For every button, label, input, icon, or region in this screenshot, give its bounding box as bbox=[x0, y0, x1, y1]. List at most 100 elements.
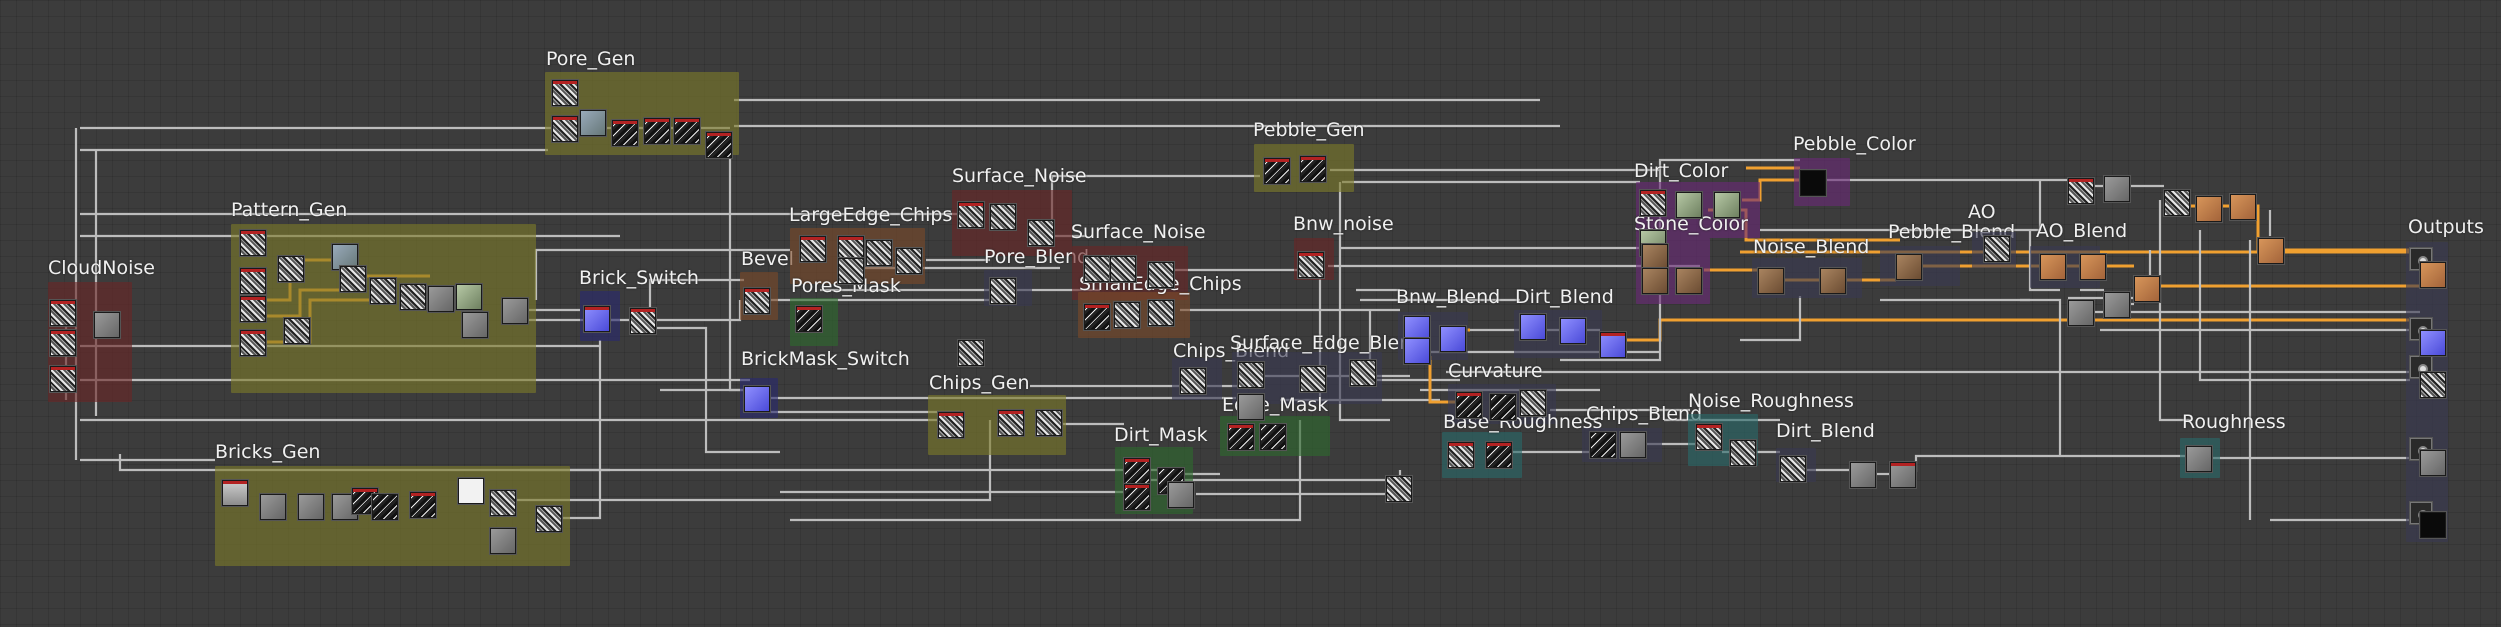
graph-node[interactable] bbox=[2420, 330, 2446, 356]
graph-node[interactable] bbox=[2420, 262, 2446, 288]
graph-node[interactable] bbox=[1148, 300, 1174, 326]
graph-node[interactable] bbox=[284, 318, 310, 344]
graph-node[interactable] bbox=[1404, 316, 1430, 342]
graph-node[interactable] bbox=[1114, 302, 1140, 328]
graph-node[interactable] bbox=[1696, 424, 1722, 450]
graph-node[interactable] bbox=[958, 202, 984, 228]
graph-node[interactable] bbox=[580, 110, 606, 136]
graph-node[interactable] bbox=[2258, 238, 2284, 264]
graph-node[interactable] bbox=[370, 278, 396, 304]
graph-node[interactable] bbox=[1642, 244, 1668, 270]
wire[interactable] bbox=[1740, 296, 1802, 342]
graph-node[interactable] bbox=[1124, 484, 1150, 510]
graph-node[interactable] bbox=[998, 410, 1024, 436]
wire[interactable] bbox=[656, 300, 742, 322]
graph-node[interactable] bbox=[584, 306, 610, 332]
graph-node[interactable] bbox=[2068, 178, 2094, 204]
graph-node[interactable] bbox=[1520, 390, 1546, 416]
wire[interactable] bbox=[500, 420, 992, 502]
graph-node[interactable] bbox=[706, 132, 732, 158]
graph-node[interactable] bbox=[744, 386, 770, 412]
graph-node[interactable] bbox=[490, 528, 516, 554]
graph-node[interactable] bbox=[838, 258, 864, 284]
graph-node[interactable] bbox=[240, 296, 266, 322]
graph-node[interactable] bbox=[222, 480, 248, 506]
graph-node[interactable] bbox=[1448, 442, 1474, 468]
graph-node[interactable] bbox=[2420, 372, 2446, 398]
graph-node[interactable] bbox=[400, 284, 426, 310]
graph-node[interactable] bbox=[2080, 254, 2106, 280]
graph-node[interactable] bbox=[1036, 410, 1062, 436]
graph-node[interactable] bbox=[2164, 190, 2190, 216]
graph-node[interactable] bbox=[1984, 236, 2010, 262]
graph-node[interactable] bbox=[2196, 196, 2222, 222]
graph-node[interactable] bbox=[2186, 446, 2212, 472]
graph-node[interactable] bbox=[2420, 450, 2446, 476]
graph-node[interactable] bbox=[1386, 476, 1412, 502]
graph-node[interactable] bbox=[458, 478, 484, 504]
graph-node[interactable] bbox=[1490, 394, 1516, 420]
graph-node[interactable] bbox=[1180, 368, 1206, 394]
graph-node[interactable] bbox=[240, 230, 266, 256]
wire[interactable] bbox=[1050, 174, 1260, 228]
graph-node[interactable] bbox=[2134, 276, 2160, 302]
graph-node[interactable] bbox=[2104, 176, 2130, 202]
graph-node[interactable] bbox=[674, 118, 700, 144]
graph-node[interactable] bbox=[2420, 512, 2446, 538]
graph-node[interactable] bbox=[1300, 366, 1326, 392]
graph-node[interactable] bbox=[1124, 458, 1150, 484]
graph-node[interactable] bbox=[1560, 318, 1586, 344]
graph-node[interactable] bbox=[1028, 220, 1054, 246]
graph-node[interactable] bbox=[1730, 440, 1756, 466]
graph-node[interactable] bbox=[298, 494, 324, 520]
graph-node[interactable] bbox=[1084, 304, 1110, 330]
graph-node[interactable] bbox=[1780, 456, 1806, 482]
graph-node[interactable] bbox=[1264, 158, 1290, 184]
graph-node[interactable] bbox=[536, 506, 562, 532]
graph-node[interactable] bbox=[50, 300, 76, 326]
graph-node[interactable] bbox=[990, 204, 1016, 230]
graph-node[interactable] bbox=[94, 312, 120, 338]
graph-node[interactable] bbox=[462, 312, 488, 338]
graph-node[interactable] bbox=[1168, 482, 1194, 508]
graph-node[interactable] bbox=[1486, 442, 1512, 468]
graph-node[interactable] bbox=[1850, 462, 1876, 488]
graph-node[interactable] bbox=[2068, 300, 2094, 326]
graph-node[interactable] bbox=[1110, 256, 1136, 282]
graph-node[interactable] bbox=[938, 412, 964, 438]
graph-node[interactable] bbox=[1084, 256, 1110, 282]
graph-node[interactable] bbox=[260, 494, 286, 520]
wire[interactable] bbox=[1914, 454, 2186, 472]
graph-node[interactable] bbox=[1298, 252, 1324, 278]
graph-node[interactable] bbox=[2230, 194, 2256, 220]
wire[interactable] bbox=[2020, 298, 2062, 456]
graph-node[interactable] bbox=[1520, 314, 1546, 340]
graph-node[interactable] bbox=[1676, 268, 1702, 294]
graph-node[interactable] bbox=[2104, 292, 2130, 318]
graph-node[interactable] bbox=[1148, 262, 1174, 288]
graph-node[interactable] bbox=[1238, 362, 1264, 388]
graph-node[interactable] bbox=[644, 118, 670, 144]
graph-node[interactable] bbox=[612, 120, 638, 146]
graph-node[interactable] bbox=[410, 492, 436, 518]
wire[interactable] bbox=[2198, 230, 2410, 382]
graph-node[interactable] bbox=[552, 116, 578, 142]
graph-node[interactable] bbox=[1590, 432, 1616, 458]
graph-node[interactable] bbox=[1714, 192, 1740, 218]
graph-node[interactable] bbox=[340, 266, 366, 292]
graph-node[interactable] bbox=[1676, 192, 1702, 218]
graph-node[interactable] bbox=[1620, 432, 1646, 458]
graph-node[interactable] bbox=[50, 366, 76, 392]
graph-node[interactable] bbox=[1456, 392, 1482, 418]
graph-node[interactable] bbox=[456, 284, 482, 310]
graph-node[interactable] bbox=[796, 306, 822, 332]
frame-pattern-gen[interactable] bbox=[231, 224, 536, 393]
graph-node[interactable] bbox=[1642, 268, 1668, 294]
graph-node[interactable] bbox=[800, 236, 826, 262]
graph-node[interactable] bbox=[2040, 254, 2066, 280]
graph-node[interactable] bbox=[278, 256, 304, 282]
graph-node[interactable] bbox=[240, 330, 266, 356]
graph-node[interactable] bbox=[1758, 268, 1784, 294]
graph-node[interactable] bbox=[552, 80, 578, 106]
graph-node[interactable] bbox=[240, 268, 266, 294]
